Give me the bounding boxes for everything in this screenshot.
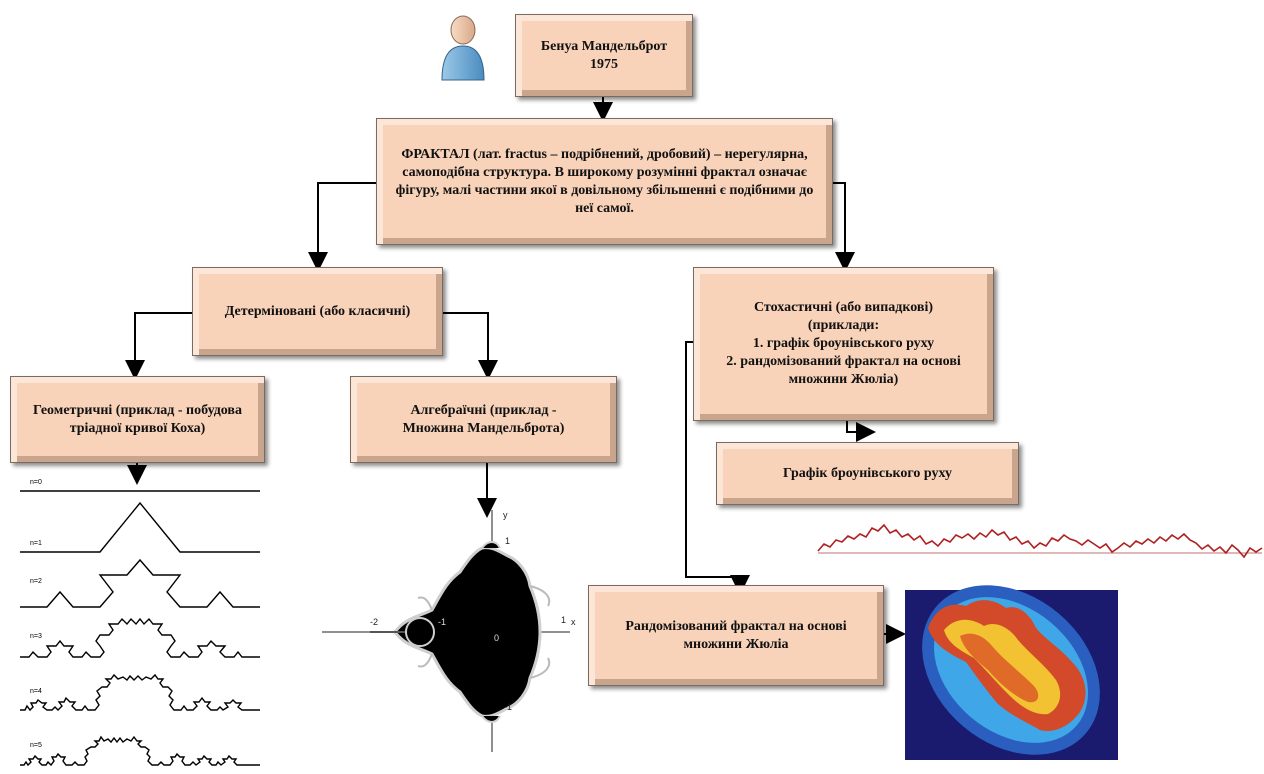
mandelbrot-x-pos: 1 (561, 615, 567, 625)
mandelbrot-x-label: x (571, 617, 576, 627)
arrow-definition-to-stochastic (831, 182, 855, 272)
arrow-deterministic-to-algebraic (441, 312, 498, 380)
person-icon (441, 15, 485, 81)
mandelbrot-y-neg: -1 (504, 702, 513, 712)
koch-label-n3: n=3 (30, 633, 42, 640)
definition-text: ФРАКТАЛ (лат. fractus – подрібнений, дро… (395, 146, 814, 216)
mandelbrot-inner-neg: -1 (438, 617, 447, 627)
deterministic-box: Детерміновані (або класичні) (192, 267, 443, 356)
author-year: 1975 (589, 56, 618, 72)
brownian-label: Графік броунівського руху (783, 465, 952, 481)
stochastic-example-2: 2. рандомізований фрактал на основі (726, 354, 961, 369)
stochastic-example-1: 1. графік броунівського руху (752, 336, 935, 351)
algebraic-box: Алгебраїчні (приклад - Множина Мандельбр… (350, 376, 617, 463)
koch-label-n0: n=0 (30, 479, 42, 486)
random-julia-label: Рандомізований фрактал на основі множини… (625, 618, 847, 652)
random-julia-box: Рандомізований фрактал на основі множини… (588, 585, 884, 686)
koch-n2 (20, 558, 260, 608)
mandelbrot-x-neg: -2 (370, 617, 379, 627)
stochastic-example-2-cont: множини Жюліа) (788, 372, 899, 387)
algebraic-label: Алгебраїчні (приклад - Множина Мандельбр… (402, 402, 565, 436)
definition-box: ФРАКТАЛ (лат. fractus – подрібнений, дро… (376, 118, 833, 245)
stochastic-title: Стохастичні (або випадкові) (754, 300, 933, 315)
koch-curves (20, 490, 260, 767)
stochastic-examples-heading: (приклади: (807, 318, 880, 333)
brownian-graph (817, 523, 1263, 559)
geometric-label: Геометричні (приклад - побудова тріадної… (33, 402, 242, 436)
koch-n1 (20, 501, 260, 553)
mandelbrot-y-label: y (503, 510, 508, 520)
arrow-stochastic-to-random-julia (685, 341, 750, 595)
mandelbrot-set (370, 541, 551, 723)
koch-n4 (20, 673, 260, 712)
koch-label-n4: n=4 (30, 688, 42, 695)
koch-label-n2: n=2 (30, 578, 42, 585)
arrow-deterministic-to-geometric (125, 312, 194, 380)
author-box: Бенуа Мандельброт 1975 (515, 14, 693, 97)
koch-label-n5: n=5 (30, 742, 42, 749)
koch-n3 (20, 617, 260, 658)
arrow-stochastic-to-brownian (846, 420, 876, 442)
brownian-box: Графік броунівського руху (716, 442, 1019, 505)
stochastic-box: Стохастичні (або випадкові) (приклади: 1… (693, 267, 994, 421)
deterministic-label: Детерміновані (або класичні) (224, 303, 411, 319)
author-name: Бенуа Мандельброт (540, 38, 668, 54)
arrow-definition-to-deterministic (308, 182, 378, 272)
mandelbrot-y-pos: 1 (505, 536, 511, 546)
geometric-box: Геометричні (приклад - побудова тріадної… (10, 376, 265, 463)
mandelbrot-origin: 0 (494, 633, 500, 643)
random-julia-image (905, 585, 1118, 760)
koch-label-n1: n=1 (30, 540, 42, 547)
koch-n5 (20, 735, 260, 767)
